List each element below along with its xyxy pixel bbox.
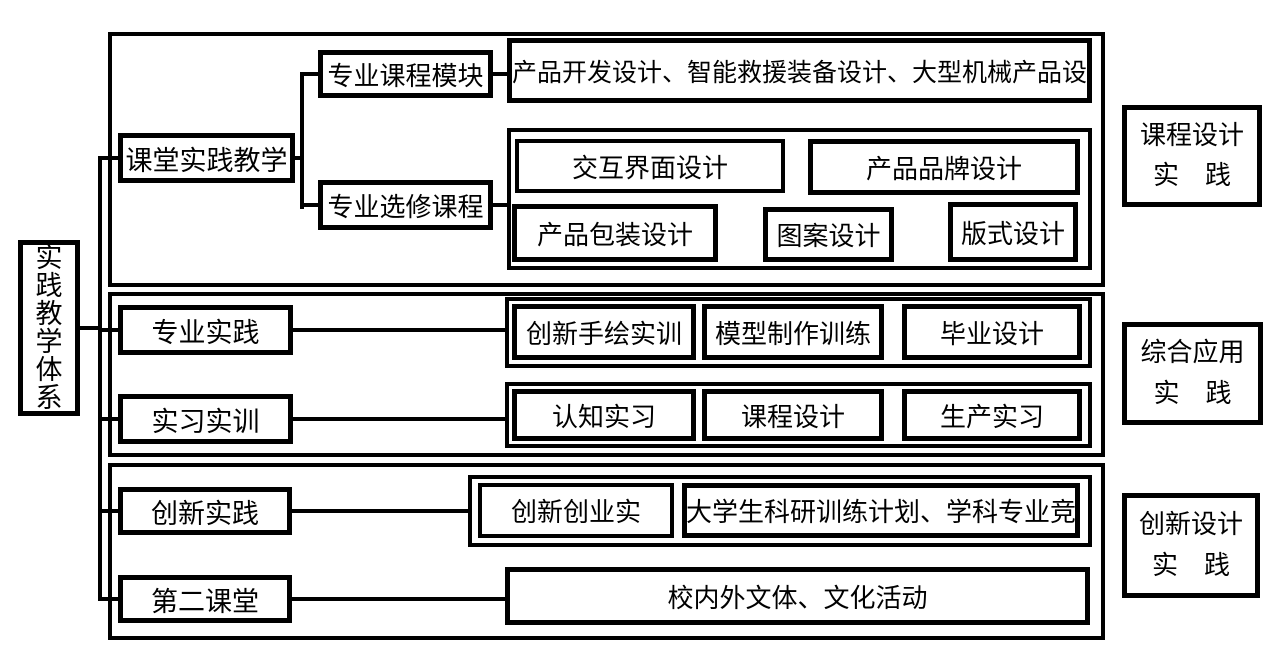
node-production-internship: 生产实习	[902, 389, 1082, 441]
node-internship-training: 实习实训	[118, 394, 293, 444]
node-course-design: 课程设计	[702, 389, 884, 441]
node-second-classroom: 第二课堂	[118, 575, 292, 623]
section-comprehensive-practice	[108, 292, 1105, 457]
connector-line	[493, 203, 507, 207]
section-innovation-practice	[108, 463, 1105, 640]
side-label-line: 实 践	[1153, 379, 1232, 408]
node-innovation-practice: 创新实践	[118, 487, 292, 535]
side-label-line: 实 践	[1151, 551, 1230, 581]
connector-line	[80, 326, 102, 330]
node-layout-design: 版式设计	[948, 202, 1078, 262]
node-pattern-design: 图案设计	[763, 207, 894, 262]
node-innovation-entrepreneurship: 创新创业实	[478, 483, 674, 538]
connector-line	[293, 328, 505, 332]
side-label-comprehensive-application-practice: 综合应用 实 践	[1122, 322, 1263, 425]
connector-line	[292, 509, 468, 513]
connector-line	[98, 156, 102, 601]
side-label-line: 综合应用	[1140, 338, 1245, 367]
side-label-line: 实 践	[1152, 161, 1231, 191]
node-product-brand-design: 产品品牌设计	[808, 139, 1080, 195]
node-cognition-internship: 认知实习	[512, 389, 696, 441]
section-classroom-practice	[108, 32, 1105, 287]
connector-line	[493, 72, 507, 76]
side-label-line: 课程设计	[1139, 120, 1244, 150]
connector-line	[300, 72, 304, 209]
connector-line	[293, 417, 505, 421]
elective-courses-container	[507, 128, 1092, 270]
side-label-innovation-design-practice: 创新设计 实 践	[1122, 493, 1260, 598]
side-label-line: 创新设计	[1138, 509, 1243, 539]
root-node-label: 实践教学体系	[35, 243, 63, 413]
root-node-practice-teaching-system: 实践教学体系	[18, 240, 80, 416]
connector-line	[302, 72, 318, 76]
node-innovative-sketch-training: 创新手绘实训	[512, 304, 696, 360]
node-course-module-content: 产品开发设计、智能救援装备设计、大型机械产品设	[507, 38, 1092, 103]
innovation-practice-container	[468, 475, 1092, 547]
connector-line	[295, 156, 304, 160]
node-research-training-program: 大学生科研训练计划、学科专业竞	[682, 483, 1080, 538]
node-graduation-design: 毕业设计	[902, 304, 1082, 360]
node-professional-practice: 专业实践	[118, 305, 293, 355]
side-label-course-design-practice: 课程设计 实 践	[1122, 105, 1262, 207]
node-professional-elective-courses: 专业选修课程	[318, 180, 493, 230]
professional-practice-container	[505, 297, 1092, 368]
node-model-making-training: 模型制作训练	[702, 304, 884, 360]
node-campus-cultural-activities: 校内外文体、文化活动	[505, 567, 1090, 625]
internship-training-container	[505, 382, 1092, 448]
node-interactive-interface-design: 交互界面设计	[515, 139, 785, 193]
connector-line	[292, 597, 505, 601]
connector-line	[302, 203, 318, 207]
node-product-packaging-design: 产品包装设计	[512, 204, 718, 262]
node-professional-course-module: 专业课程模块	[318, 50, 493, 98]
node-classroom-practice-teaching: 课堂实践教学	[118, 133, 295, 183]
